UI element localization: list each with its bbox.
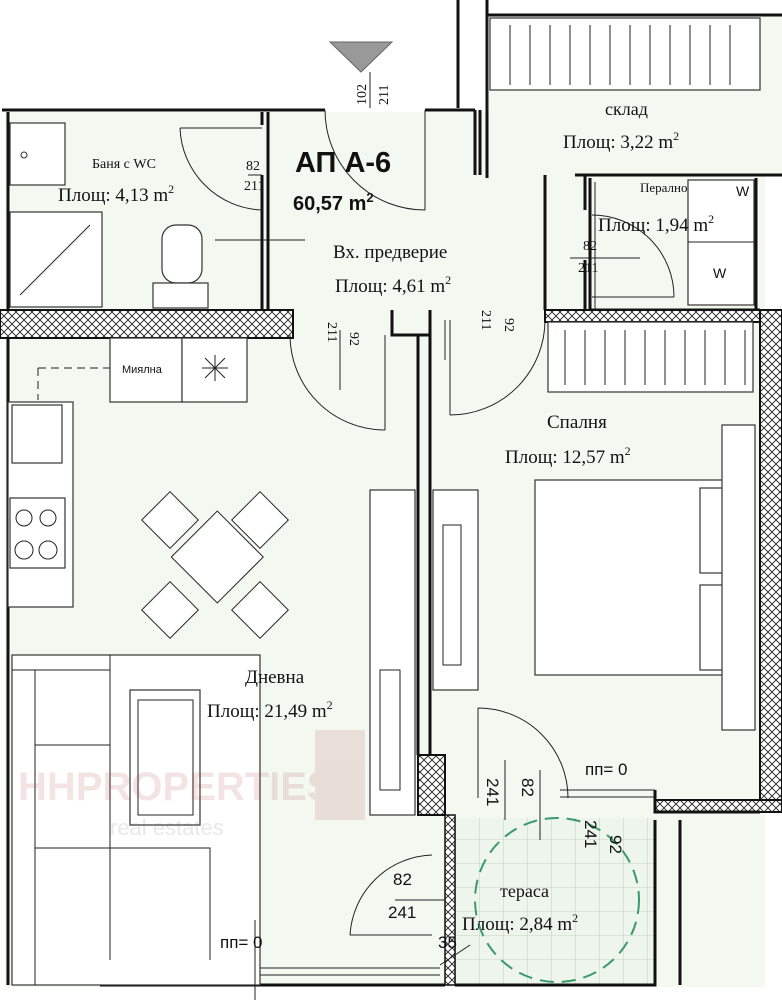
living-area: Площ: 21,49 m2: [207, 698, 333, 722]
outer-wall-top: [2, 0, 782, 178]
dishwasher-label: Миялна: [122, 364, 163, 376]
terrace-area: Площ: 2,84 m2: [462, 911, 578, 935]
storage-area: Площ: 3,22 m2: [563, 129, 679, 153]
svg-text:211: 211: [478, 310, 493, 330]
closet: [547, 321, 754, 393]
terrace-floor: [455, 818, 655, 986]
bathroom-walls: [6, 112, 270, 310]
hatched-wall: [0, 309, 294, 339]
toilet: [161, 224, 203, 284]
svg-text:211: 211: [377, 85, 392, 105]
dishwasher: [109, 337, 183, 403]
hatched-wall: [759, 309, 782, 811]
svg-text:HHPROPERTIES: HHPROPERTIES: [18, 765, 334, 809]
svg-text:82: 82: [583, 239, 597, 254]
wardrobe: [369, 489, 416, 816]
bathroom-area: Площ: 4,13 m2: [58, 182, 174, 206]
svg-text:82: 82: [518, 778, 537, 797]
hatched-wall: [444, 814, 456, 986]
hood: [181, 337, 248, 403]
hatched-wall: [654, 799, 782, 813]
sofa: [11, 654, 261, 986]
svg-text:35: 35: [438, 933, 457, 952]
turning-circle: [474, 817, 640, 983]
laundry-area: Площ: 1,94 m2: [598, 212, 714, 236]
svg-text:211: 211: [578, 261, 598, 276]
kitchen-sink: [11, 404, 63, 464]
windows: [108, 15, 655, 976]
hatched-wall: [544, 309, 782, 323]
svg-text:82: 82: [246, 159, 260, 174]
stove: [9, 497, 66, 569]
svg-text:211: 211: [244, 179, 264, 194]
svg-text:102: 102: [355, 84, 370, 105]
bed: [534, 424, 756, 731]
doors: [179, 109, 675, 936]
svg-text:92: 92: [346, 332, 361, 346]
svg-text:82: 82: [393, 870, 412, 889]
entrance-name: Вх. предверие: [333, 242, 447, 263]
svg-text:241: 241: [483, 778, 502, 806]
svg-text:241: 241: [388, 903, 416, 922]
svg-text:пп= 0: пп= 0: [585, 760, 628, 779]
living-name: Дневна: [245, 667, 305, 688]
entrance-area: Площ: 4,61 m2: [335, 273, 451, 297]
closet: [489, 17, 761, 91]
dimension-labels-sans: 241 82 241 92 82 241 35 пп= 0 пп= 0: [220, 760, 628, 952]
bedroom-name: Спалня: [547, 412, 607, 433]
dining-table: [141, 491, 289, 639]
svg-text:92: 92: [606, 835, 625, 854]
apartment-area: 60,57 m2: [293, 190, 374, 215]
entry-arrow-icon: [328, 41, 394, 73]
laundry-name: Перално: [640, 180, 688, 195]
svg-text:92: 92: [501, 318, 516, 332]
terrace-name: тераса: [500, 881, 549, 901]
svg-text:real estates: real estates: [110, 815, 224, 840]
dimension-labels: 102 211 82 211 82 211 92 211 211 92: [244, 84, 598, 346]
washer-label: W: [736, 183, 750, 199]
wardrobe: [432, 489, 479, 691]
partition-walls: [6, 310, 760, 987]
svg-text:пп= 0: пп= 0: [220, 933, 263, 952]
bedroom-area: Площ: 12,57 m2: [505, 444, 631, 468]
apartment-name: АП А-6: [295, 147, 391, 179]
hatched-wall: [417, 754, 446, 816]
bathroom-name: Баня с WC: [92, 157, 156, 172]
storage-name: склад: [605, 99, 648, 119]
svg-text:211: 211: [324, 322, 339, 342]
dryer-label: W: [713, 265, 727, 281]
sink: [9, 122, 66, 186]
svg-text:241: 241: [581, 820, 600, 848]
watermark: HHPROPERTIES real estates: [18, 730, 365, 840]
